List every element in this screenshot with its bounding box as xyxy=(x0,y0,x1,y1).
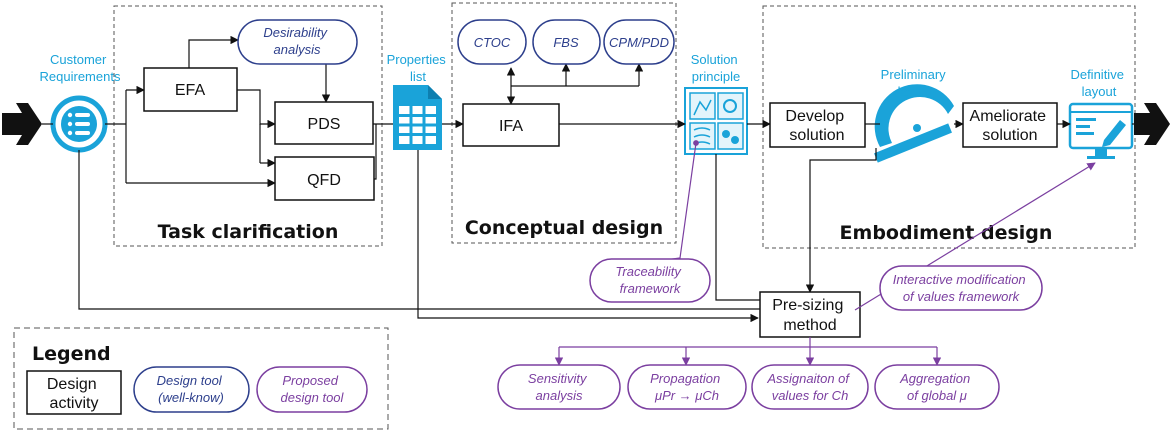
legend-known-tool-swatch xyxy=(133,366,250,413)
proposed-tool-aggregation-label: Aggregation of global μ xyxy=(899,371,974,403)
phase-label-embodiment-design: Embodiment design xyxy=(840,222,1053,244)
proposed-tool-propagation[interactable]: Propagation μPr → μCh xyxy=(627,364,747,410)
activity-ameliorate-solution[interactable]: Ameliorate solution xyxy=(962,102,1058,148)
properties-list-icon xyxy=(393,85,442,150)
preliminary-layout-icon xyxy=(874,84,954,163)
proposed-tool-assignation-label: Assignaiton of values for Ch xyxy=(766,371,852,403)
properties-list-label: Properties list xyxy=(387,52,450,84)
preliminary-layout-label: Preliminary layout xyxy=(881,67,950,99)
tool-ctoc[interactable]: CTOC xyxy=(457,19,527,65)
tool-desirability-analysis[interactable]: Desirability analysis xyxy=(237,19,358,65)
definitive-layout-icon xyxy=(1068,102,1134,159)
proposed-tool-sensitivity-analysis[interactable]: Sensitivity analysis xyxy=(497,364,621,410)
activity-qfd-label: QFD xyxy=(307,172,341,189)
legend-proposed-tool-swatch xyxy=(256,366,368,413)
customer-requirements-label: Customer Requirements xyxy=(40,52,121,84)
customer-requirements-icon xyxy=(50,95,108,153)
activity-ifa[interactable]: IFA xyxy=(462,103,560,147)
solution-principle-label: Solution principle xyxy=(691,52,742,84)
proposed-tool-traceability-framework-label: Traceability framework xyxy=(615,264,684,296)
output-arrow-icon xyxy=(1134,103,1170,145)
activity-connectors xyxy=(42,35,1134,323)
activity-qfd[interactable]: QFD xyxy=(274,156,375,201)
phase-task-clarification xyxy=(113,5,383,247)
legend-design-activity-label: Design activity xyxy=(47,376,101,412)
activity-pds[interactable]: PDS xyxy=(274,101,374,145)
legend-title: Legend xyxy=(32,343,111,365)
activity-ifa-label: IFA xyxy=(499,118,523,135)
proposed-tool-propagation-label: Propagation μPr → μCh xyxy=(650,371,724,403)
proposed-tool-interactive-modification-label: Interactive modification of values frame… xyxy=(893,272,1030,304)
activity-develop-solution-label: Develop solution xyxy=(785,108,848,144)
legend-proposed-tool-label: Proposed design tool xyxy=(281,373,345,405)
proposed-tool-traceability-framework[interactable]: Traceability framework xyxy=(589,258,711,303)
tool-cpm-pdd[interactable]: CPM/PDD xyxy=(603,19,675,65)
proposed-tool-interactive-modification[interactable]: Interactive modification of values frame… xyxy=(879,265,1043,311)
proposed-tool-sensitivity-analysis-label: Sensitivity analysis xyxy=(528,371,590,403)
phase-conceptual-design xyxy=(451,2,677,244)
proposed-tool-assignation[interactable]: Assignaiton of values for Ch xyxy=(751,364,869,410)
activity-pre-sizing-method[interactable]: Pre-sizing method xyxy=(759,291,861,338)
solution-principle-icon xyxy=(684,87,748,155)
phase-label-task-clarification: Task clarification xyxy=(158,221,339,243)
activity-ameliorate-solution-label: Ameliorate solution xyxy=(970,108,1051,144)
definitive-layout-label: Definitive layout xyxy=(1070,67,1127,99)
proposed-tool-aggregation[interactable]: Aggregation of global μ xyxy=(874,364,1000,410)
activity-pds-label: PDS xyxy=(308,116,341,133)
activity-efa-label: EFA xyxy=(175,82,206,99)
phase-label-conceptual-design: Conceptual design xyxy=(465,217,663,239)
tool-ctoc-label: CTOC xyxy=(474,35,511,50)
activity-efa[interactable]: EFA xyxy=(143,67,238,112)
activity-develop-solution[interactable]: Develop solution xyxy=(769,102,866,148)
tool-fbs-label: FBS xyxy=(553,35,579,50)
tool-cpm-pdd-label: CPM/PDD xyxy=(609,35,669,50)
activity-pre-sizing-method-label: Pre-sizing method xyxy=(772,297,848,334)
legend: Legend Design activity Design tool (well… xyxy=(13,327,389,430)
input-arrow-icon xyxy=(2,103,42,145)
tool-desirability-analysis-label: Desirability analysis xyxy=(263,25,330,57)
legend-known-tool-label: Design tool (well-know) xyxy=(157,373,226,405)
tool-fbs[interactable]: FBS xyxy=(532,19,601,65)
legend-design-activity-swatch xyxy=(26,370,122,415)
